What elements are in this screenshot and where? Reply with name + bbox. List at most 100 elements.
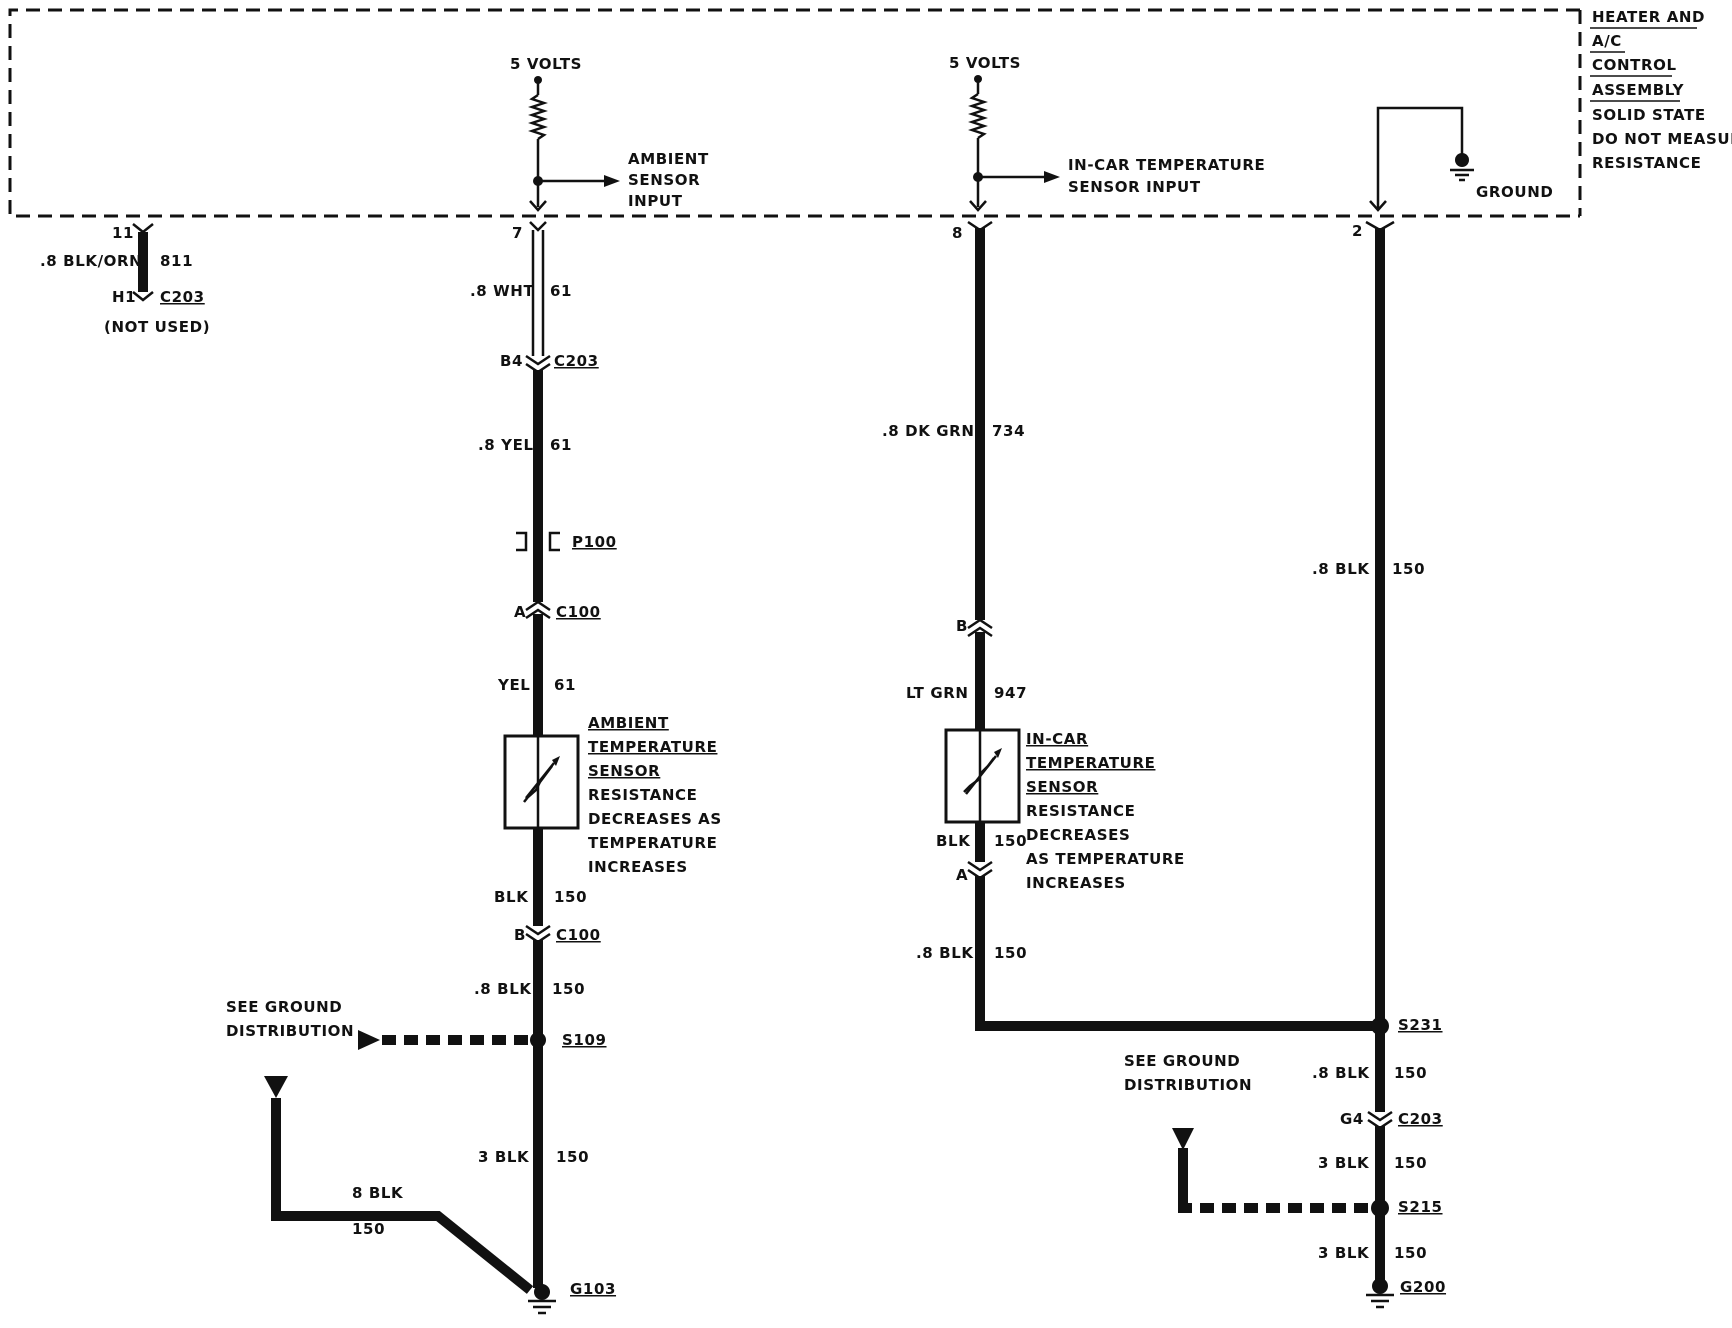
svg-text:G200: G200 xyxy=(1400,1278,1446,1296)
svg-text:IN-CAR: IN-CAR xyxy=(1026,730,1088,748)
svg-text:BLK: BLK xyxy=(494,888,529,906)
svg-text:YEL: YEL xyxy=(497,676,530,694)
svg-text:5 VOLTS: 5 VOLTS xyxy=(949,54,1021,72)
svg-text:TEMPERATURE: TEMPERATURE xyxy=(588,834,717,852)
incar-sensor-label: IN-CAR TEMPERATURE SENSOR RESISTANCE DEC… xyxy=(1026,730,1185,892)
svg-text:B: B xyxy=(514,926,526,944)
arrow-down-icon xyxy=(264,1076,288,1098)
ambient-pullup: 5 VOLTS AMBIENT SENSOR INPUT xyxy=(510,55,709,210)
svg-text:SEE GROUND: SEE GROUND xyxy=(226,998,342,1016)
svg-text:C100: C100 xyxy=(556,603,601,621)
svg-text:3 BLK: 3 BLK xyxy=(1318,1154,1370,1172)
svg-text:ASSEMBLY: ASSEMBLY xyxy=(1592,81,1685,99)
svg-text:B: B xyxy=(956,617,968,635)
ground-icon xyxy=(528,1284,556,1315)
svg-text:AMBIENT: AMBIENT xyxy=(628,150,709,168)
arrow-right-icon xyxy=(358,1030,380,1050)
svg-text:SENSOR INPUT: SENSOR INPUT xyxy=(1068,178,1201,196)
svg-text:947: 947 xyxy=(994,684,1027,702)
svg-text:GROUND: GROUND xyxy=(1476,183,1553,201)
svg-text:11: 11 xyxy=(112,224,134,242)
incar-circuit: 8 .8 DK GRN 734 B LT GRN 947 IN-CAR TEMP… xyxy=(882,220,1380,1031)
svg-text:3 BLK: 3 BLK xyxy=(1318,1244,1370,1262)
svg-text:.8 BLK/ORN: .8 BLK/ORN xyxy=(40,252,142,270)
svg-text:G4: G4 xyxy=(1340,1110,1364,1128)
svg-text:S231: S231 xyxy=(1398,1016,1443,1034)
svg-text:A: A xyxy=(956,866,968,884)
resistor-icon xyxy=(968,92,988,140)
svg-text:C203: C203 xyxy=(554,352,599,370)
arrow-right-icon xyxy=(1044,171,1060,183)
svg-text:P100: P100 xyxy=(572,533,617,551)
control-assembly: HEATER AND A/C CONTROL ASSEMBLY SOLID ST… xyxy=(8,8,1732,218)
svg-text:150: 150 xyxy=(352,1220,385,1238)
svg-text:DISTRIBUTION: DISTRIBUTION xyxy=(1124,1076,1252,1094)
module-connector-terminals xyxy=(529,200,1387,212)
svg-text:INCREASES: INCREASES xyxy=(588,858,688,876)
svg-text:RESISTANCE: RESISTANCE xyxy=(1592,154,1701,172)
ambient-sensor-thermistor-icon xyxy=(503,734,580,830)
internal-ground: GROUND xyxy=(1376,106,1553,209)
svg-text:DECREASES: DECREASES xyxy=(1026,826,1130,844)
svg-text:SENSOR: SENSOR xyxy=(1026,778,1098,796)
svg-text:150: 150 xyxy=(994,832,1027,850)
svg-text:61: 61 xyxy=(550,436,572,454)
svg-text:.8 DK GRN: .8 DK GRN xyxy=(882,422,974,440)
svg-text:150: 150 xyxy=(1394,1244,1427,1262)
svg-text:(NOT USED): (NOT USED) xyxy=(104,318,210,336)
svg-text:B4: B4 xyxy=(500,352,523,370)
ambient-sensor-label: AMBIENT TEMPERATURE SENSOR RESISTANCE DE… xyxy=(588,714,721,876)
svg-text:C100: C100 xyxy=(556,926,601,944)
unused-circuit: 11 .8 BLK/ORN 811 H1 C203 (NOT USED) xyxy=(40,223,210,336)
svg-text:150: 150 xyxy=(1392,560,1425,578)
svg-text:A: A xyxy=(514,603,526,621)
svg-text:.8 YEL: .8 YEL xyxy=(478,436,534,454)
svg-text:S109: S109 xyxy=(562,1031,607,1049)
resistor-icon xyxy=(528,93,548,141)
svg-text:.8 BLK: .8 BLK xyxy=(916,944,974,962)
svg-text:811: 811 xyxy=(160,252,193,270)
arrow-right-icon xyxy=(604,175,620,187)
svg-text:150: 150 xyxy=(556,1148,589,1166)
svg-text:.8 BLK: .8 BLK xyxy=(1312,560,1370,578)
svg-text:RESISTANCE: RESISTANCE xyxy=(1026,802,1135,820)
svg-text:IN-CAR TEMPERATURE: IN-CAR TEMPERATURE xyxy=(1068,156,1265,174)
svg-text:2: 2 xyxy=(1352,222,1363,240)
svg-text:.8 BLK: .8 BLK xyxy=(1312,1064,1370,1082)
svg-text:8: 8 xyxy=(952,224,963,242)
svg-text:INCREASES: INCREASES xyxy=(1026,874,1126,892)
svg-text:3 BLK: 3 BLK xyxy=(478,1148,530,1166)
svg-text:AS TEMPERATURE: AS TEMPERATURE xyxy=(1026,850,1185,868)
see-ground-distribution-incar: SEE GROUND DISTRIBUTION xyxy=(1124,1052,1380,1213)
incar-sensor-thermistor-icon xyxy=(944,728,1021,824)
svg-text:C203: C203 xyxy=(160,288,205,306)
svg-text:8 BLK: 8 BLK xyxy=(352,1184,404,1202)
svg-text:SEE GROUND: SEE GROUND xyxy=(1124,1052,1240,1070)
ground-icon xyxy=(1450,168,1474,182)
ground-icon xyxy=(1366,1278,1394,1309)
svg-text:734: 734 xyxy=(992,422,1025,440)
svg-text:RESISTANCE: RESISTANCE xyxy=(588,786,697,804)
svg-text:S215: S215 xyxy=(1398,1198,1443,1216)
svg-text:150: 150 xyxy=(1394,1064,1427,1082)
svg-text:LT GRN: LT GRN xyxy=(906,684,969,702)
svg-text:.8 WHT: .8 WHT xyxy=(470,282,534,300)
svg-text:CONTROL: CONTROL xyxy=(1592,56,1677,74)
svg-text:A/C: A/C xyxy=(1592,32,1622,50)
svg-text:61: 61 xyxy=(554,676,576,694)
svg-text:7: 7 xyxy=(512,224,523,242)
svg-text:150: 150 xyxy=(994,944,1027,962)
svg-text:5 VOLTS: 5 VOLTS xyxy=(510,55,582,73)
svg-text:61: 61 xyxy=(550,282,572,300)
svg-text:AMBIENT: AMBIENT xyxy=(588,714,669,732)
svg-text:SOLID STATE: SOLID STATE xyxy=(1592,106,1706,124)
incar-pullup: 5 VOLTS IN-CAR TEMPERATURE SENSOR INPUT xyxy=(949,54,1265,207)
svg-text:.8 BLK: .8 BLK xyxy=(474,980,532,998)
svg-text:H1: H1 xyxy=(112,288,136,306)
svg-text:SENSOR: SENSOR xyxy=(588,762,660,780)
svg-text:TEMPERATURE: TEMPERATURE xyxy=(588,738,717,756)
svg-text:150: 150 xyxy=(552,980,585,998)
svg-text:G103: G103 xyxy=(570,1280,616,1298)
